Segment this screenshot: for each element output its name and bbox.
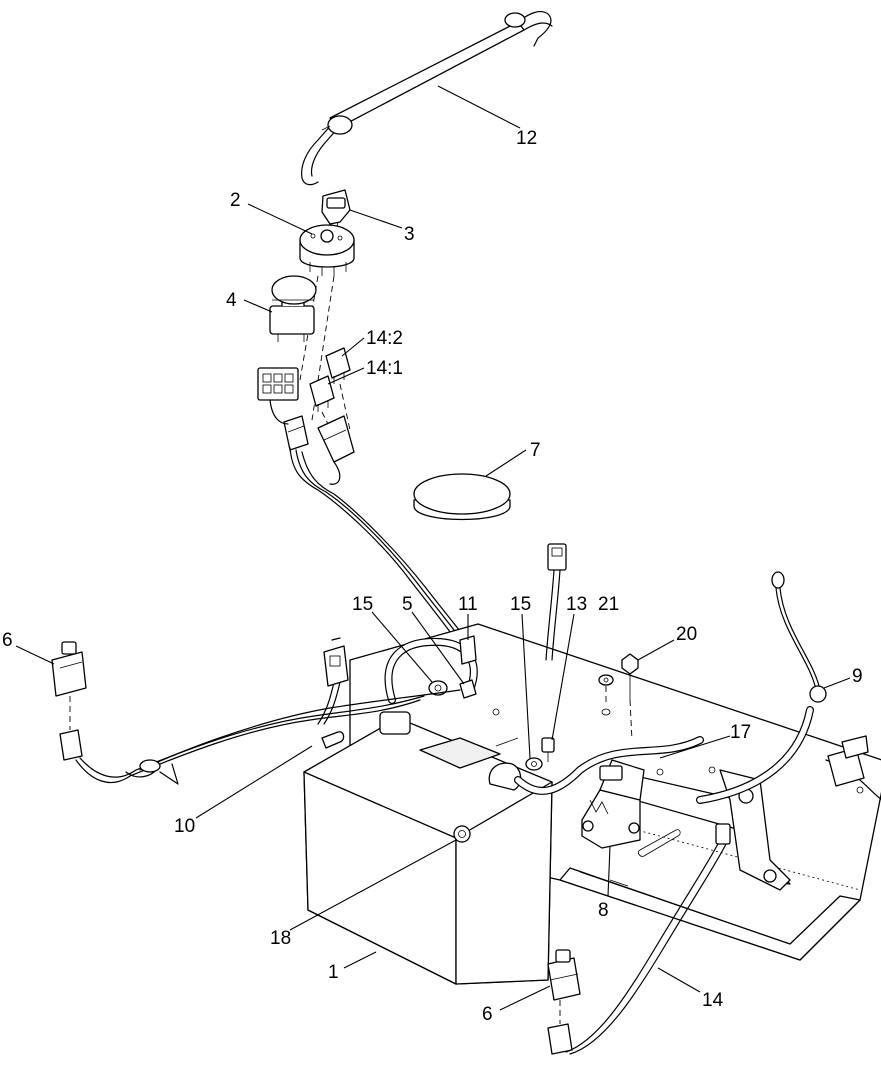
switch-part-6-bottom xyxy=(547,823,731,1055)
left-harness-part-10 xyxy=(75,681,461,785)
callout-20: 20 xyxy=(676,624,697,645)
callout-14: 14 xyxy=(702,990,724,1011)
callout-6-bottom: 6 xyxy=(482,1004,493,1025)
washer-part-15-right xyxy=(525,757,543,771)
callout-13: 13 xyxy=(566,594,587,615)
callout-14-2: 14:2 xyxy=(366,328,403,349)
support-rod-part-12 xyxy=(301,10,553,186)
cap-part-7 xyxy=(413,473,511,521)
key-part-3 xyxy=(321,189,351,233)
bolt-part-13 xyxy=(541,737,555,762)
bolt-part-20 xyxy=(621,653,639,741)
callout-6-left: 6 xyxy=(2,630,13,651)
callout-4: 4 xyxy=(226,290,237,311)
callout-2: 2 xyxy=(230,190,241,211)
washer-part-15-left xyxy=(428,680,448,696)
washer-part-21 xyxy=(598,674,614,716)
callout-12: 12 xyxy=(516,128,537,149)
stop-switch-part-4 xyxy=(269,275,317,342)
terminal-part-5 xyxy=(459,679,477,699)
harness-connector-left xyxy=(323,637,349,687)
switch-connector xyxy=(257,367,299,401)
callout-18: 18 xyxy=(270,928,291,949)
right-connector xyxy=(827,735,869,787)
solenoid-part-8 xyxy=(581,759,645,849)
fuse-part-14-2 xyxy=(325,347,351,384)
callout-5: 5 xyxy=(402,594,413,615)
callout-17: 17 xyxy=(730,722,751,743)
callout-15-right: 15 xyxy=(510,594,531,615)
callout-3: 3 xyxy=(404,224,415,245)
callout-14-1: 14:1 xyxy=(366,358,403,379)
ground-cable-part-9 xyxy=(696,571,881,804)
nut-part-18 xyxy=(453,825,471,843)
switch-part-6-left xyxy=(51,641,87,761)
callout-21: 21 xyxy=(598,594,619,615)
ignition-switch-part-2 xyxy=(299,224,355,276)
battery-cable-part-17 xyxy=(384,637,704,795)
callout-8: 8 xyxy=(598,900,609,921)
callout-15-left: 15 xyxy=(352,594,373,615)
harness-connector-11 xyxy=(459,543,567,665)
callout-1: 1 xyxy=(328,962,339,983)
fuse-holder xyxy=(283,415,355,463)
callout-9: 9 xyxy=(852,666,863,687)
battery-part-1 xyxy=(303,711,553,985)
callout-11: 11 xyxy=(458,594,478,615)
leader-lines xyxy=(15,85,851,1011)
callout-labels: 12 2 3 4 14:2 14:1 7 6 15 5 11 15 13 21 … xyxy=(2,128,863,1025)
callout-10: 10 xyxy=(174,816,195,837)
callout-7: 7 xyxy=(530,440,541,461)
